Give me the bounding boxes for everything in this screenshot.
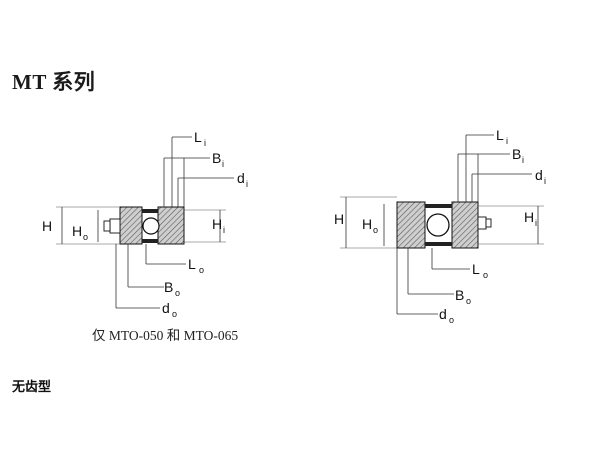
right-seal-top — [425, 204, 452, 208]
right-ball — [426, 213, 450, 237]
left-label-Lo-sub: o — [199, 265, 204, 275]
left-seal-bottom — [142, 239, 158, 243]
right-label-Bo-sub: o — [466, 296, 471, 306]
right-inner-ring — [451, 201, 479, 249]
right-label-Hi: H — [524, 209, 534, 225]
right-seal-bottom — [425, 242, 452, 246]
left-label-L: L — [194, 129, 202, 145]
right-label-L-sub: i — [506, 136, 508, 146]
drawing-caption: 仅 MTO-050 和 MTO-065 — [92, 328, 239, 343]
left-seal-top — [142, 209, 158, 213]
right-label-Ho-sub: o — [373, 225, 378, 235]
left-label-Hi: H — [212, 216, 222, 232]
right-label-Lo: L — [472, 261, 480, 277]
right-label-L: L — [496, 127, 504, 143]
right-label-B: B — [512, 146, 521, 162]
left-label-B: B — [212, 150, 221, 166]
right-grease-nipple — [477, 216, 487, 230]
left-ball — [142, 217, 160, 235]
right-label-d-sub: i — [544, 176, 546, 186]
right-label-d: d — [535, 167, 543, 183]
right-label-Hi-sub: i — [535, 218, 537, 228]
right-label-Lo-sub: o — [483, 270, 488, 280]
right-label-Ho: H — [362, 216, 372, 232]
left-label-Bo: B — [164, 279, 173, 295]
left-label-Bo-sub: o — [175, 288, 180, 298]
right-label-H: H — [334, 211, 344, 227]
left-grease-nipple — [109, 218, 121, 234]
left-label-Do: d — [162, 300, 170, 316]
left-label-H: H — [42, 218, 52, 234]
left-label-d: d — [237, 170, 245, 186]
right-label-B-sub: i — [522, 155, 524, 165]
left-label-Hi-sub: i — [223, 225, 225, 235]
page-title: MT 系列 — [12, 70, 96, 94]
left-label-d-sub: i — [246, 179, 248, 189]
section-heading: 无齿型 — [12, 379, 52, 394]
left-cross-section-drawing: L i B i d i H H o H i L o B o — [42, 129, 248, 319]
left-inner-ring — [157, 206, 185, 245]
left-label-Lo: L — [188, 256, 196, 272]
left-label-Ho: H — [72, 223, 82, 239]
right-label-Do: d — [439, 306, 447, 322]
left-label-Ho-sub: o — [83, 232, 88, 242]
right-cross-section-drawing: L i B i d i H H o H i L o B o — [334, 127, 546, 325]
left-outer-ring — [119, 206, 143, 245]
right-outer-ring — [396, 201, 426, 249]
left-label-B-sub: i — [222, 159, 224, 169]
right-label-Do-sub: o — [449, 315, 454, 325]
left-label-L-sub: i — [204, 138, 206, 148]
right-label-Bo: B — [455, 287, 464, 303]
left-label-Do-sub: o — [172, 309, 177, 319]
